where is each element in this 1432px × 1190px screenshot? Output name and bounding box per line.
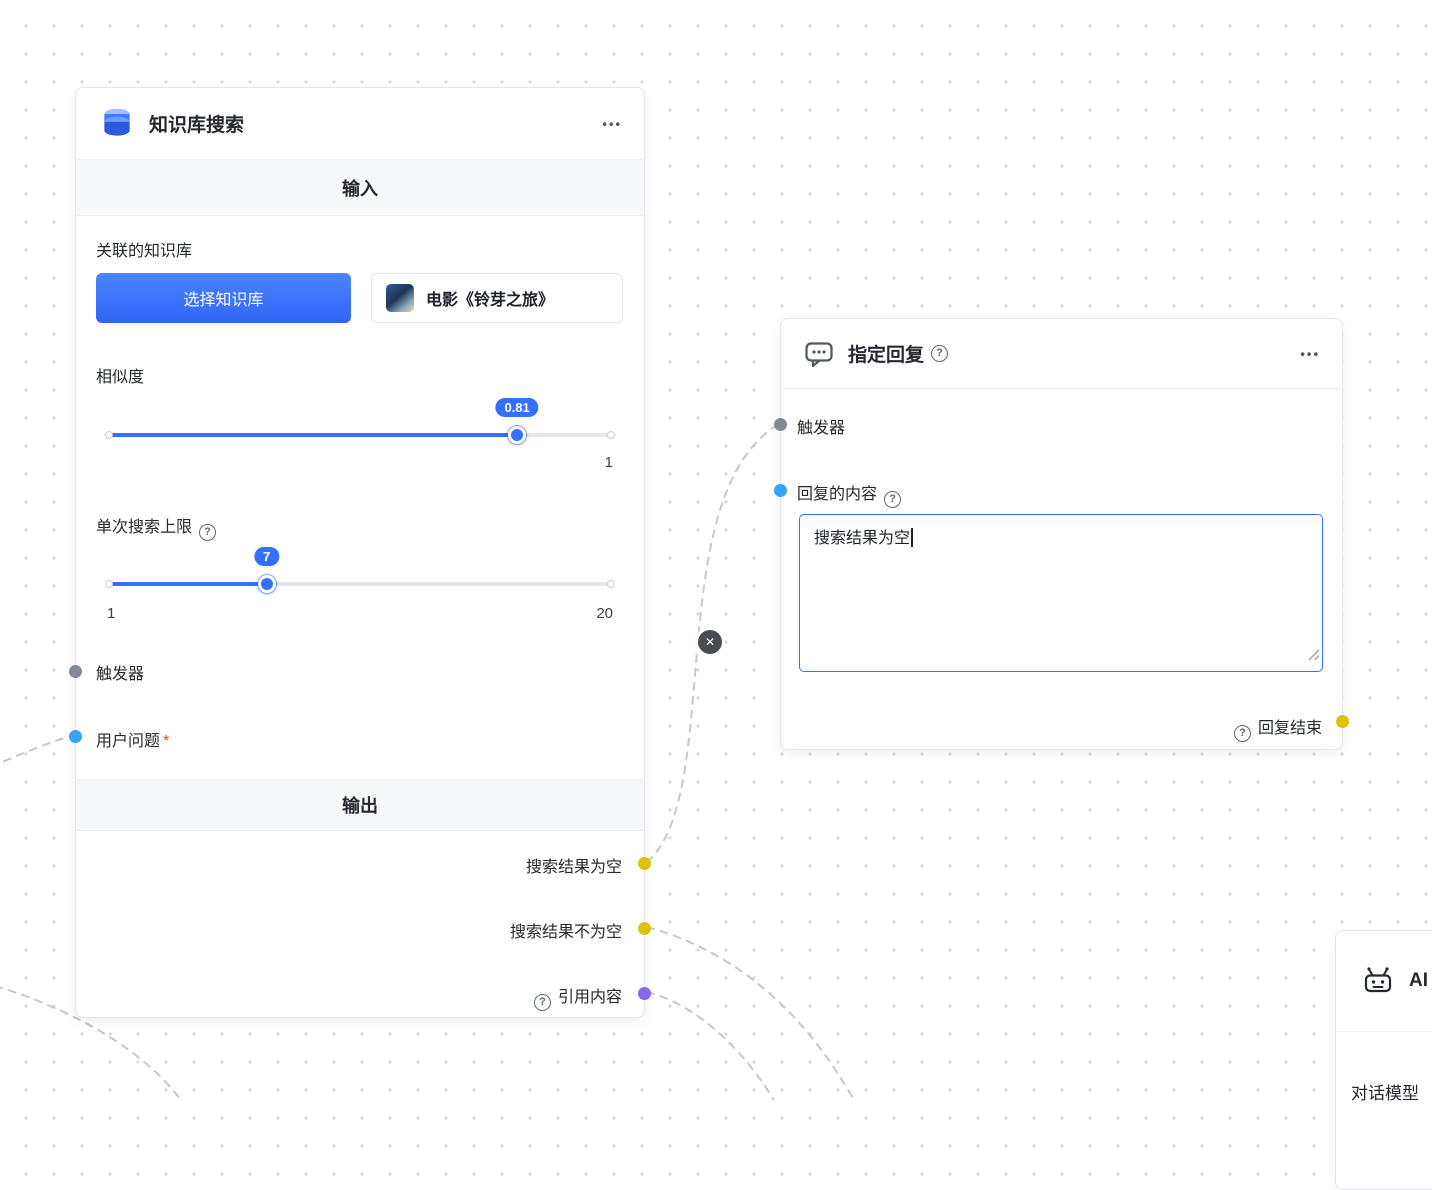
input-port-user-question[interactable] — [69, 730, 82, 743]
trigger-label: 触发器 — [797, 420, 846, 437]
search-limit-label: 单次搜索上限? — [96, 513, 217, 541]
input-port-trigger[interactable] — [774, 418, 787, 431]
close-icon: ✕ — [704, 635, 716, 649]
output-port-result-empty[interactable] — [638, 857, 651, 870]
input-section-header: 输入 — [76, 159, 644, 216]
select-dataset-button[interactable]: 选择知识库 — [96, 273, 351, 323]
slider-fill — [109, 433, 518, 437]
dataset-chip[interactable]: 电影《铃芽之旅》 — [371, 273, 623, 323]
help-icon[interactable]: ? — [884, 491, 902, 508]
node-header: AI — [1336, 931, 1432, 1031]
node-ai-chat[interactable]: AI 对话模型 — [1335, 930, 1432, 1190]
chat-model-label: 对话模型 — [1351, 1084, 1419, 1103]
output-section-header: 输出 — [76, 779, 644, 831]
reply-content-label-text: 回复的内容 — [797, 486, 878, 503]
text-cursor — [911, 528, 913, 547]
reply-content-textarea[interactable]: 搜索结果为空 — [799, 514, 1323, 672]
reply-content-label: 回复的内容? — [797, 480, 902, 508]
similarity-value-badge: 0.81 — [495, 398, 539, 417]
search-limit-slider-thumb[interactable] — [257, 575, 276, 593]
slider-max-end — [607, 431, 615, 439]
search-limit-label-text: 单次搜索上限 — [96, 519, 193, 536]
connection-line[interactable] — [0, 735, 73, 772]
node-title: AI — [1409, 970, 1428, 991]
trigger-label: 触发器 — [96, 666, 145, 683]
output-label: 搜索结果为空 — [525, 859, 622, 876]
search-limit-value-badge: 7 — [254, 547, 280, 566]
output-port-reply-end[interactable] — [1336, 715, 1349, 728]
slider-max-end — [607, 580, 615, 588]
user-question-label-text: 用户问题 — [96, 733, 161, 750]
connection-line[interactable] — [646, 423, 780, 863]
output-label: 引用内容 — [557, 989, 622, 1006]
output-row-not-empty: 搜索结果不为空 — [76, 918, 622, 942]
dataset-avatar — [386, 284, 414, 312]
reply-end-label: 回复结束 — [1257, 720, 1322, 737]
slider-track[interactable] — [109, 582, 611, 586]
help-icon[interactable]: ? — [931, 345, 949, 362]
dataset-label: 关联的知识库 — [96, 243, 193, 260]
node-header: 知识库搜索 ••• — [76, 88, 644, 159]
slider-max-label: 20 — [596, 605, 613, 622]
input-port-trigger[interactable] — [69, 665, 82, 678]
output-port-quote-content[interactable] — [638, 987, 651, 1000]
output-row-empty: 搜索结果为空 — [76, 853, 622, 877]
robot-icon — [1360, 963, 1396, 999]
reply-content-value: 搜索结果为空 — [814, 530, 911, 547]
help-icon[interactable]: ? — [199, 524, 217, 541]
node-specified-reply[interactable]: 指定回复 ? ••• 触发器 回复的内容? 搜索结果为空 ? 回复结束 — [774, 318, 1349, 750]
required-mark: * — [163, 733, 170, 750]
connection-layer — [0, 423, 856, 1100]
node-knowledge-search[interactable]: 知识库搜索 ••• 输入 关联的知识库 选择知识库 电影《铃芽之旅》 相似度 0… — [69, 87, 651, 1018]
help-icon[interactable]: ? — [1233, 725, 1251, 742]
similarity-slider-thumb[interactable] — [508, 426, 527, 444]
delete-connection-button[interactable]: ✕ — [698, 630, 722, 654]
more-menu-button[interactable]: ••• — [1300, 346, 1320, 361]
node-title: 指定回复 — [848, 345, 925, 366]
search-limit-slider[interactable]: 7 1 20 — [105, 547, 615, 622]
slider-max-label: 1 — [604, 454, 613, 471]
slider-fill — [109, 582, 267, 586]
slider-min-end — [105, 431, 113, 439]
node-title: 知识库搜索 — [149, 115, 245, 136]
input-section-label: 输入 — [342, 178, 378, 199]
output-port-result-not-empty[interactable] — [638, 922, 651, 935]
input-port-reply-content[interactable] — [774, 484, 787, 497]
connection-line[interactable] — [0, 982, 185, 1100]
similarity-label: 相似度 — [96, 369, 145, 386]
output-section-label: 输出 — [342, 796, 378, 816]
header-divider — [1336, 1031, 1432, 1032]
slider-min-end — [105, 580, 113, 588]
more-menu-button[interactable]: ••• — [602, 116, 622, 131]
output-label: 搜索结果不为空 — [509, 924, 622, 941]
connection-line[interactable] — [646, 926, 856, 1100]
similarity-slider[interactable]: 0.81 1 — [105, 398, 615, 471]
chat-bubble-icon — [803, 338, 835, 370]
node-header: 指定回复 ? ••• — [781, 319, 1342, 389]
user-question-label: 用户问题* — [96, 727, 169, 751]
output-row-quote: ? 引用内容 — [76, 983, 622, 1011]
connection-line[interactable] — [646, 991, 775, 1100]
dataset-chip-label: 电影《铃芽之旅》 — [426, 292, 555, 309]
slider-min-label: 1 — [107, 605, 116, 622]
database-icon — [98, 105, 136, 143]
help-icon[interactable]: ? — [533, 994, 551, 1011]
resize-grip-icon[interactable] — [1308, 645, 1320, 669]
reply-end-row: ? 回复结束 — [781, 714, 1322, 742]
